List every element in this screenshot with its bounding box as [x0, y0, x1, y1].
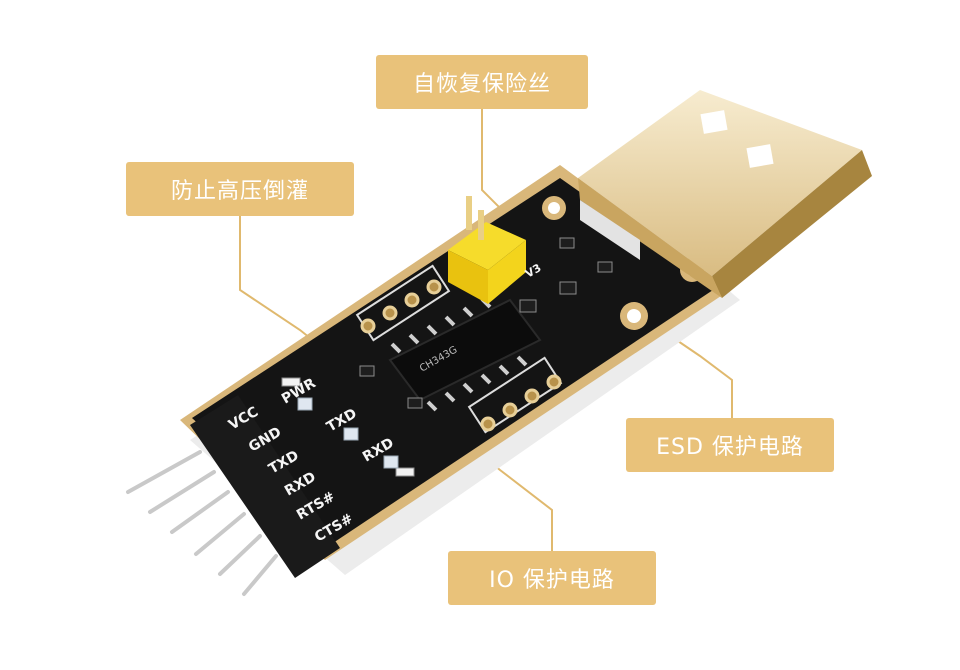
status-leds [297, 397, 399, 469]
usb-uart-chip [388, 297, 542, 412]
header-pins [126, 395, 340, 596]
callout-label: 自恢复保险丝 [412, 72, 551, 97]
callout-io-protection: IO 保护电路 [448, 551, 656, 605]
smd-components [281, 237, 613, 477]
callout-label: IO 保护电路 [489, 568, 615, 593]
callout-label: 防止高压倒灌 [170, 179, 309, 204]
callout-backflow-protection: 防止高压倒灌 [126, 162, 354, 216]
jumper-cap [448, 196, 526, 304]
header-holes [360, 279, 562, 432]
callout-label: ESD 保护电路 [656, 435, 804, 460]
callout-self-resetting-fuse: 自恢复保险丝 [376, 55, 588, 109]
callout-esd-protection: ESD 保护电路 [626, 418, 834, 472]
usb-a-connector [578, 90, 872, 298]
